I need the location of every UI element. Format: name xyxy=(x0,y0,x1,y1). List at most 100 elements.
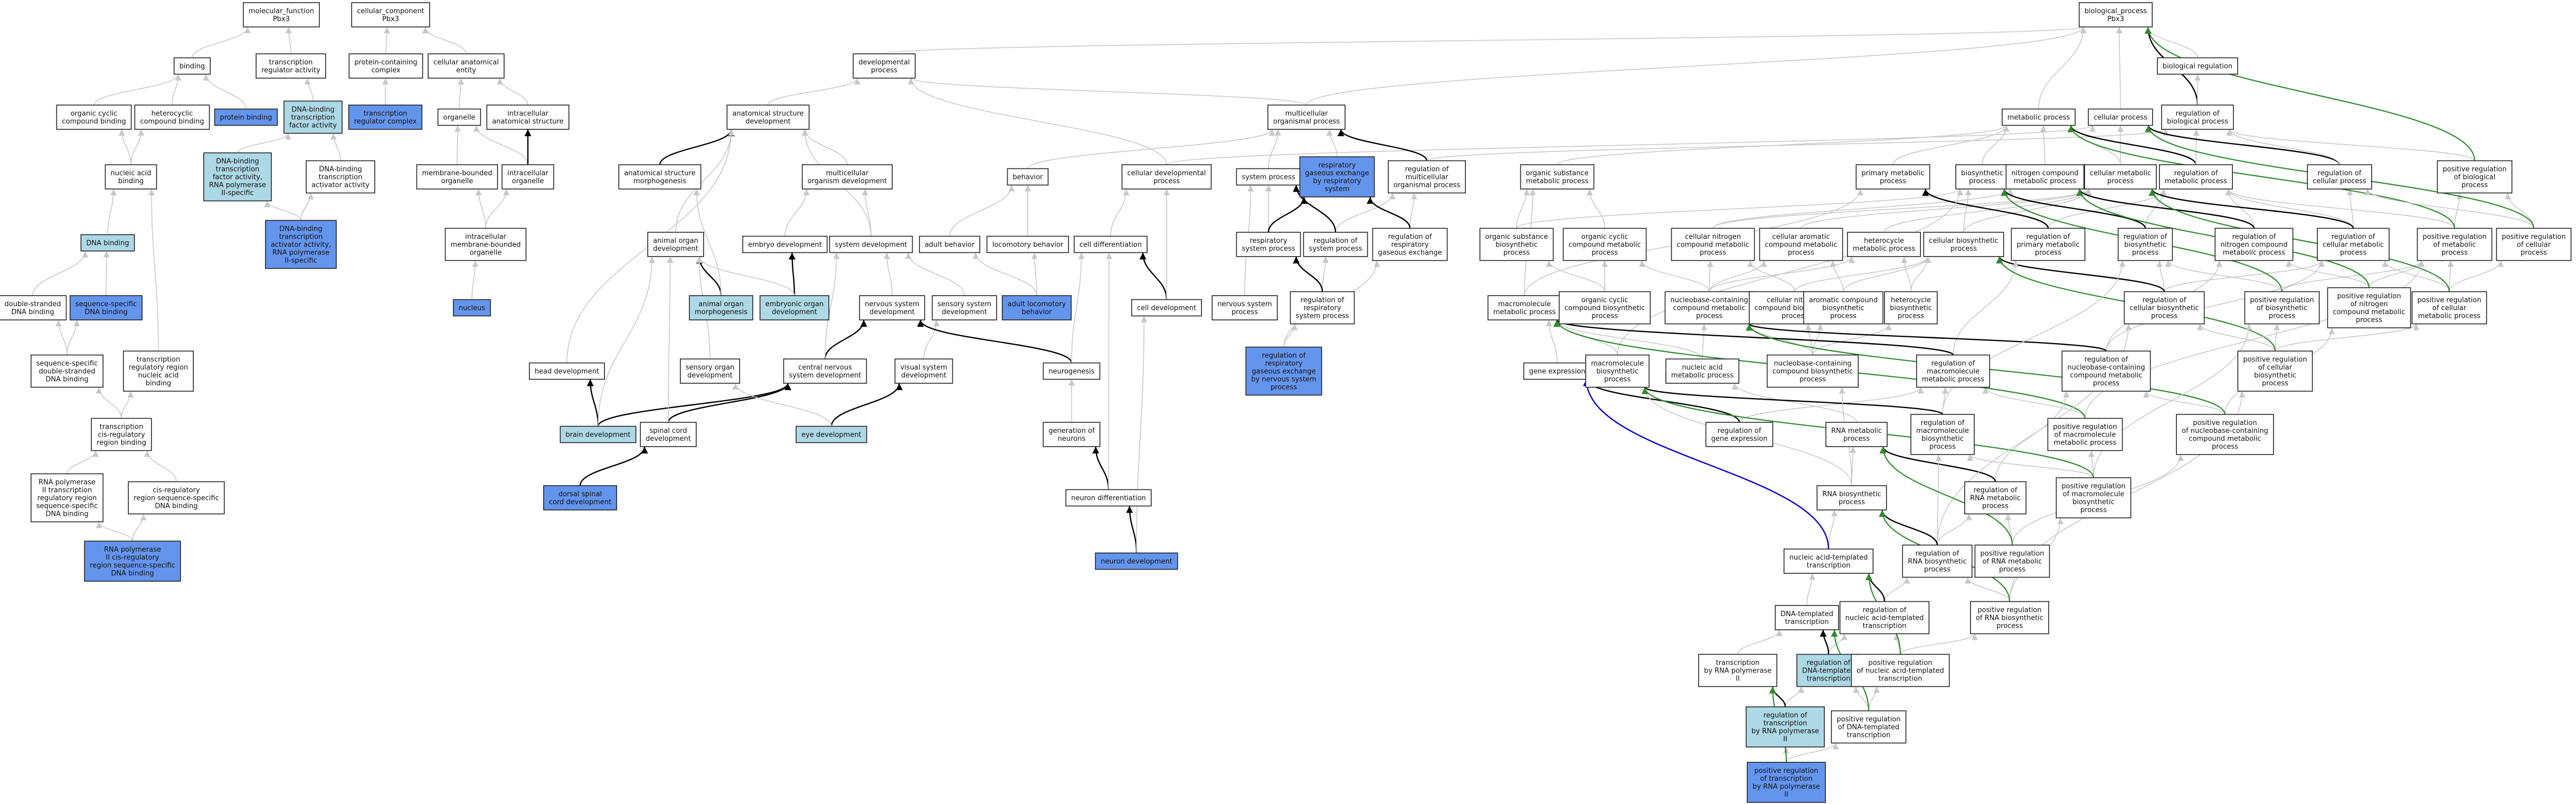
go-term-label: cellular process xyxy=(2094,114,2147,122)
go-term-label: RNA polymerase xyxy=(39,479,96,487)
go-term-label: biosynthetic xyxy=(1495,241,1538,249)
go-term-label: process xyxy=(2212,443,2238,451)
relation-edge xyxy=(121,391,134,419)
go-term-box xyxy=(1043,362,1101,380)
go-term-label: transcription xyxy=(1847,732,1891,740)
go-term-label: organic cyclic xyxy=(1581,233,1628,241)
go-term-label: morphogenesis xyxy=(633,177,686,185)
go-term-label: organism development xyxy=(808,177,887,185)
go-term-box xyxy=(69,295,143,320)
go-term-label: of RNA metabolic xyxy=(1983,558,2042,566)
go-term-box xyxy=(859,295,925,320)
go-term-label: spinal cord xyxy=(649,427,687,435)
go-term-label: positive regulation xyxy=(2422,233,2486,241)
go-term-box xyxy=(134,105,210,130)
go-term-node: system development xyxy=(829,235,913,253)
go-term-label: process xyxy=(2269,313,2295,320)
go-term-label: regulation of xyxy=(1405,166,1449,174)
relation-edge xyxy=(1963,188,1972,233)
relation-edge xyxy=(93,74,182,106)
go-term-box xyxy=(1001,295,1072,320)
go-term-box xyxy=(1585,354,1650,388)
go-term-box xyxy=(1783,548,1874,574)
relation-edge xyxy=(1554,319,1954,356)
go-term-label: process xyxy=(1592,313,1618,320)
go-term-box xyxy=(1964,481,2026,515)
go-term-label: biosynthetic xyxy=(2124,241,2166,249)
go-term-box xyxy=(265,220,337,269)
go-term-box xyxy=(214,108,278,126)
go-term-label: transcription xyxy=(1879,675,1922,683)
go-term-box xyxy=(128,481,225,515)
go-term-box xyxy=(932,295,997,320)
go-term-label: compound binding xyxy=(62,118,126,126)
go-term-label: regulation of xyxy=(1974,487,2018,495)
go-term-label: regulation of xyxy=(2332,233,2375,241)
go-term-label: sequence-specific xyxy=(36,503,98,510)
go-term-label: process xyxy=(2132,249,2158,257)
go-term-label: organic substance xyxy=(1485,233,1548,241)
go-term-label: complex xyxy=(371,67,400,74)
go-term-box xyxy=(1665,358,1739,384)
go-term-node: locomotory behavior xyxy=(986,235,1069,253)
go-term-box xyxy=(1970,601,2049,635)
go-term-label: transcription xyxy=(1863,622,1907,630)
relation-edge xyxy=(458,78,465,109)
relation-edge xyxy=(454,125,461,165)
go-term-box xyxy=(351,2,430,27)
relation-edge xyxy=(923,319,940,360)
go-term-label: macromolecule xyxy=(1927,368,1980,376)
go-term-label: system process xyxy=(1242,245,1295,253)
go-term-box xyxy=(2124,291,2205,325)
go-term-label: of cellular xyxy=(2432,305,2467,313)
go-term-node: binding xyxy=(173,57,211,75)
go-term-label: process xyxy=(1880,177,1906,185)
relation-edge xyxy=(2226,129,2475,161)
go-term-label: eye development xyxy=(801,431,861,439)
go-term-label: compound metabolic xyxy=(1677,241,1749,249)
relation-edge xyxy=(1737,629,1783,655)
go-term-label: positive regulation xyxy=(1977,607,2041,614)
go-term-label: process xyxy=(1898,313,1924,320)
go-term-box xyxy=(105,164,157,190)
go-term-box xyxy=(2159,164,2233,190)
go-term-label: transcription xyxy=(216,166,260,174)
relation-edge xyxy=(908,78,1307,106)
go-term-label: behavior xyxy=(1021,308,1052,316)
go-term-label: anatomical structure xyxy=(624,169,695,177)
relation-edge xyxy=(801,129,848,165)
relation-edge xyxy=(1910,256,1931,292)
go-term-box xyxy=(1923,232,2004,257)
go-term-label: Pbx3 xyxy=(2107,15,2124,23)
go-term-label: II cis-regulatory xyxy=(106,554,159,562)
go-term-box xyxy=(1131,299,1202,317)
go-term-label: gene expression xyxy=(1711,435,1768,443)
go-term-label: development xyxy=(942,308,987,316)
go-term-label: regulation of xyxy=(1718,427,1761,435)
relation-edge xyxy=(1794,256,1931,292)
go-term-label: metabolic process xyxy=(2054,439,2117,447)
go-term-label: biosynthetic xyxy=(1596,368,1639,376)
relation-edge xyxy=(667,256,674,423)
go-term-box xyxy=(2088,108,2153,126)
go-term-label: gaseous exchange xyxy=(1252,368,1315,376)
go-term-label: compound metabolic xyxy=(2189,435,2261,443)
go-term-box xyxy=(1303,232,1368,257)
go-term-label: of biological xyxy=(2454,174,2496,182)
go-term-box xyxy=(2214,228,2294,261)
go-term-label: gene expression xyxy=(1529,368,1586,376)
